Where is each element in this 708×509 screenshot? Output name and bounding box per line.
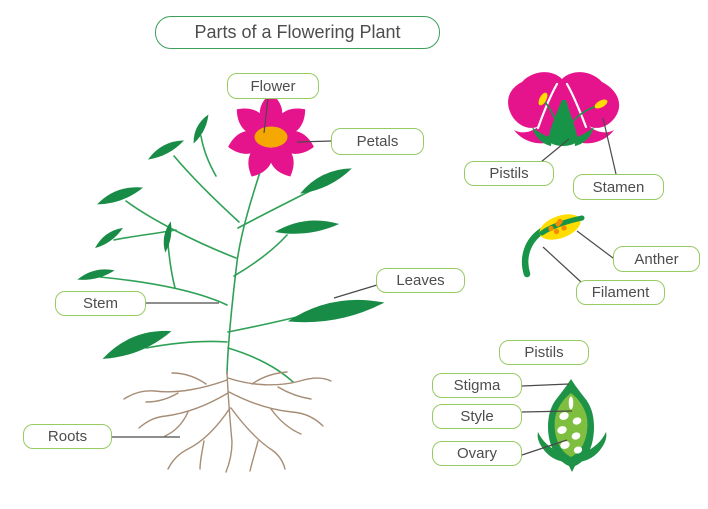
flower-center bbox=[254, 126, 288, 148]
pistil-drawing bbox=[537, 379, 607, 472]
label-roots-text: Roots bbox=[47, 428, 88, 445]
diagram-title-text: Parts of a Flowering Plant bbox=[194, 22, 401, 42]
label-flower: Flower bbox=[227, 73, 319, 99]
label-petals: Petals bbox=[331, 128, 424, 155]
label-anther-text: Anther bbox=[634, 250, 679, 268]
label-stem-text: Stem bbox=[82, 295, 118, 312]
label-filament-text: Filament bbox=[591, 284, 650, 301]
cross-section-flower bbox=[508, 72, 620, 146]
label-pistils-top-text: Pistils bbox=[489, 165, 529, 182]
cross-section-pistil bbox=[548, 100, 578, 146]
label-ovary-text: Ovary bbox=[456, 445, 497, 462]
plant-roots bbox=[123, 371, 332, 473]
label-stigma: Stigma bbox=[432, 373, 522, 398]
connector-lines bbox=[112, 97, 617, 456]
label-style-text: Style bbox=[460, 408, 494, 425]
label-filament: Filament bbox=[576, 280, 665, 305]
label-pistils-bottom-text: Pistils bbox=[524, 344, 564, 361]
left-anther bbox=[538, 92, 548, 106]
label-leaves: Leaves bbox=[376, 268, 465, 293]
label-stamen: Stamen bbox=[573, 174, 664, 200]
label-roots: Roots bbox=[23, 424, 112, 449]
label-style: Style bbox=[432, 404, 522, 429]
diagram-title: Parts of a Flowering Plant bbox=[155, 16, 440, 49]
label-anther: Anther bbox=[613, 246, 700, 272]
label-pistils-top: Pistils bbox=[464, 161, 554, 186]
label-stamen-text: Stamen bbox=[592, 178, 645, 196]
filament-curve bbox=[521, 227, 546, 278]
label-leaves-text: Leaves bbox=[396, 272, 445, 289]
plant-stems bbox=[99, 135, 323, 383]
label-stem: Stem bbox=[55, 291, 146, 316]
main-flower bbox=[225, 93, 317, 182]
right-anther bbox=[594, 99, 608, 109]
label-stigma-text: Stigma bbox=[453, 377, 501, 394]
stamen-drawing bbox=[521, 214, 585, 278]
label-flower-text: Flower bbox=[250, 77, 296, 95]
label-petals-text: Petals bbox=[356, 133, 399, 150]
label-pistils-bottom: Pistils bbox=[499, 340, 589, 365]
anther-body bbox=[539, 214, 581, 240]
label-ovary: Ovary bbox=[432, 441, 522, 466]
